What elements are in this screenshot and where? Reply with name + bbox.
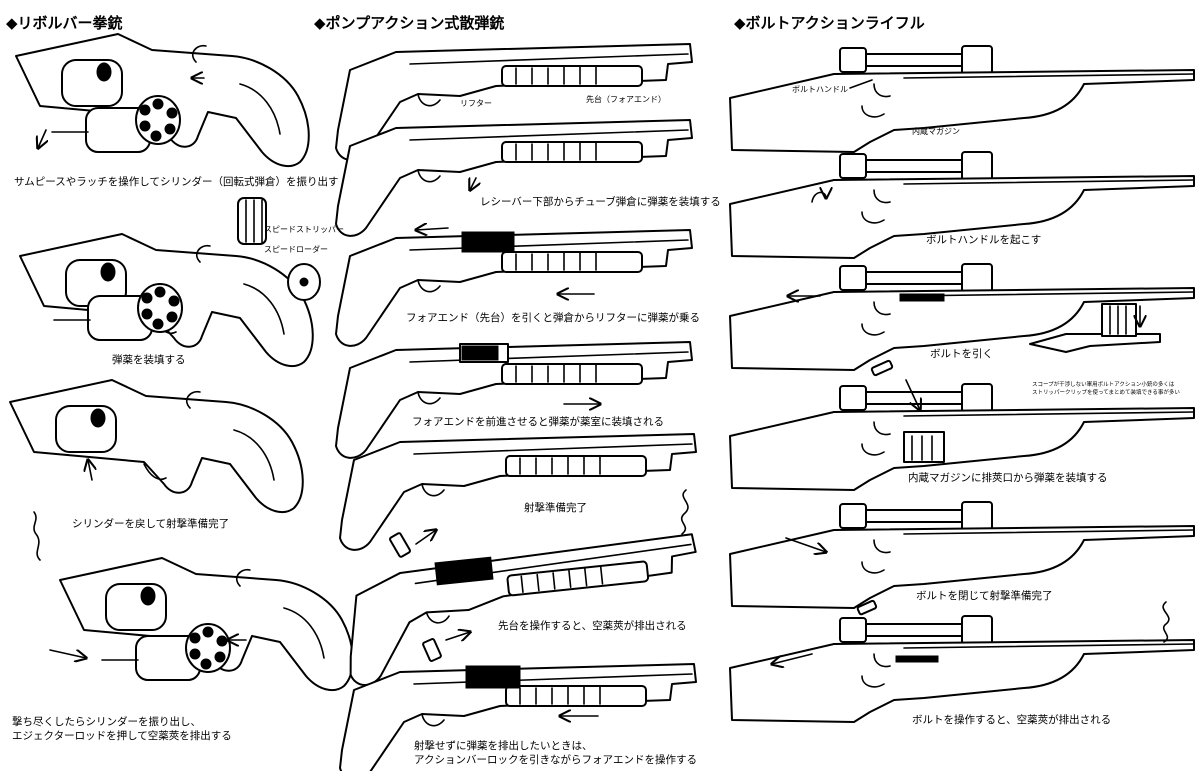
revolver-step3-caption: シリンダーを戻して射撃準備完了: [72, 518, 230, 530]
speed-loader-label: スピードローダー: [264, 245, 328, 254]
internal-magazine-label: 内蔵マガジン: [912, 127, 960, 136]
pump-step5-figure: [339, 433, 697, 551]
bolt-step5-caption: ボルトを操作すると、空薬莢が排出される: [912, 714, 1112, 726]
bolt-step4-caption: ボルトを閉じて射撃準備完了: [916, 590, 1053, 602]
revolver-step1-caption: サムピースやラッチを操作してシリンダー（回転式弾倉）を振り出す: [14, 176, 339, 188]
pump-section-title: ◆ポンプアクション式散弾銃: [314, 14, 505, 32]
revolver-step2-figure: [19, 197, 321, 368]
bolt-step3-caption: 内蔵マガジンに排莢口から弾薬を装填する: [908, 472, 1108, 484]
revolver-step4-caption-line2: エジェクターロッドを押して空薬莢を排出する: [12, 730, 232, 742]
bolt-step4-figure: [729, 359, 1195, 491]
pump-step5-caption: 先台を操作すると、空薬莢が排出される: [498, 620, 687, 632]
pump-step6-caption-line1: 射撃せずに弾薬を排出したいときは、: [414, 740, 593, 752]
pump-step4-caption: 射撃準備完了: [524, 502, 587, 514]
bolt-section-title: ◆ボルトアクションライフル: [734, 14, 925, 32]
pump-step3-caption: フォアエンドを前進させると弾薬が薬室に装填される: [412, 416, 664, 428]
forend-label: 先台（フォアエンド）: [586, 95, 666, 104]
speed-strip-label: スピードストリッパー: [264, 225, 344, 234]
revolver-step1-figure: [15, 33, 310, 168]
pump-step7-figure: [339, 632, 697, 771]
stripper-clip-note-line2: ストリッパークリップを使ってまとめて装填できる事が多い: [1032, 390, 1180, 396]
pump-step2-figure: [335, 119, 693, 237]
bolt-step5-figure: [729, 501, 1195, 609]
bolt-handle-label: ボルトハンドル: [792, 85, 848, 94]
revolver-step3-figure: [9, 379, 304, 514]
bolt-step3-figure: [729, 263, 1195, 371]
bolt-step2-figure: [729, 151, 1195, 259]
revolver-section-title: ◆リボルバー拳銃: [6, 14, 123, 32]
pump-step3-figure: [335, 228, 693, 347]
bolt-step2-caption: ボルトを引く: [930, 348, 993, 360]
bolt-step1-caption: ボルトハンドルを起こす: [926, 234, 1042, 246]
bolt-step1-figure: [729, 45, 1195, 153]
pump-step2-caption: フォアエンド（先台）を引くと弾倉からリフターに弾薬が乗る: [406, 312, 700, 324]
stripper-clip-note-line1: スコープが干渉しない軍用ボルトアクション小銃の多くは: [1032, 382, 1175, 388]
lifter-label: リフター: [460, 99, 492, 108]
pump-step6-figure: [338, 489, 707, 688]
pump-step6-caption-line2: アクションバーロックを引きながらフォアエンドを操作する: [414, 754, 697, 766]
bolt-step6-figure: [729, 599, 1195, 723]
pump-step4-figure: [335, 341, 693, 459]
revolver-step4-figure: [33, 511, 354, 692]
revolver-step4-caption-line1: 撃ち尽くしたらシリンダーを振り出し、: [12, 716, 201, 728]
pump-step1-caption: レシーバー下部からチューブ弾倉に弾薬を装填する: [480, 196, 721, 208]
revolver-step2-caption: 弾薬を装填する: [112, 354, 186, 366]
